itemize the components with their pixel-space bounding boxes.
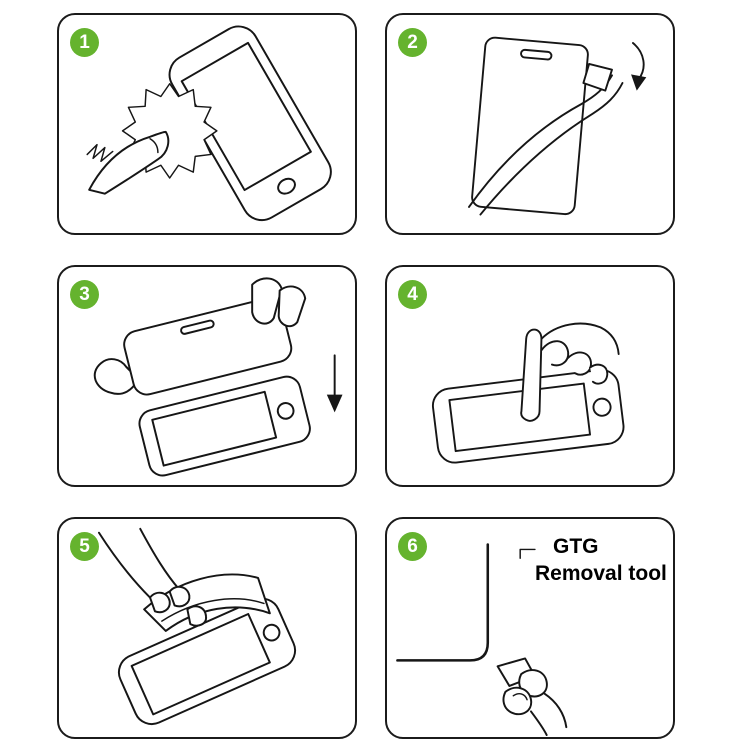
- step-2-peel-illustration: [468, 36, 647, 216]
- label-leader-line: [519, 548, 536, 560]
- phone: [431, 368, 625, 464]
- step-4-press-illustration: [431, 322, 625, 464]
- phone: [138, 375, 311, 477]
- step-5-smooth-illustration: [97, 527, 297, 726]
- step-panel-2: 2: [385, 13, 675, 235]
- step-number-badge: 3: [70, 280, 99, 309]
- step-panel-1: 1: [57, 13, 357, 235]
- step-panel-4: 4: [385, 265, 675, 487]
- hand: [88, 130, 170, 195]
- cloth-zigzag: [86, 143, 114, 163]
- phone: [117, 597, 297, 726]
- removal-tool-label: GTG Removal tool: [535, 533, 667, 588]
- removal-tool-label-line1: GTG: [553, 535, 599, 558]
- step-number-badge: 1: [70, 28, 99, 57]
- phone: [471, 36, 589, 216]
- step-3-place-illustration: [93, 277, 343, 477]
- step-panel-3: 3: [57, 265, 357, 487]
- peel-arrow: [631, 42, 647, 91]
- step-panel-6: 6 GTG Removal tool: [385, 517, 675, 739]
- step-number-badge: 2: [398, 28, 427, 57]
- phone: [168, 25, 332, 222]
- step-1-clean-illustration: [86, 25, 332, 222]
- glass-corner: [396, 543, 490, 662]
- step-number-badge: 6: [398, 532, 427, 561]
- hand: [97, 527, 208, 627]
- step-number-badge: 5: [70, 532, 99, 561]
- removal-tool-label-line2: Removal tool: [535, 562, 667, 586]
- pinching-hand: [502, 669, 568, 737]
- tempered-glass: [123, 297, 293, 396]
- thumb-nail-line: [149, 137, 159, 154]
- step-panel-5: 5: [57, 517, 357, 739]
- pressing-hand: [520, 322, 620, 422]
- left-hand: [93, 358, 140, 395]
- step-6-tool-illustration: [396, 543, 568, 737]
- step-number-badge: 4: [398, 280, 427, 309]
- film-sheet: [468, 62, 624, 216]
- down-arrow: [326, 354, 343, 413]
- right-hand: [251, 277, 307, 328]
